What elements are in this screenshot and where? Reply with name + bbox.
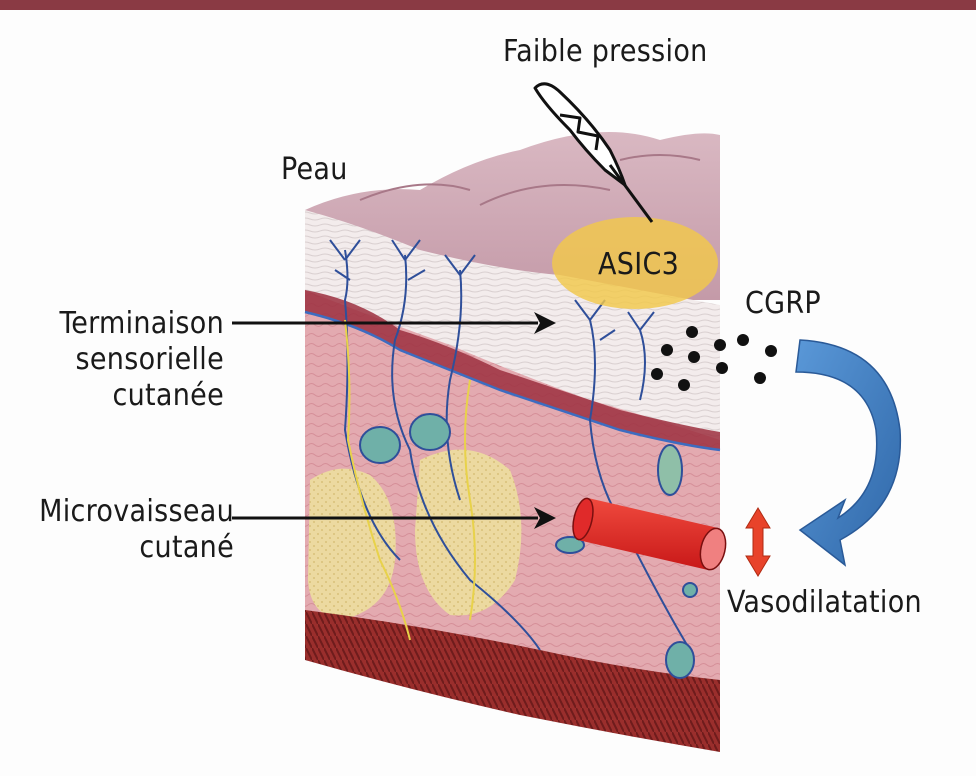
cgrp-curved-arrow [795, 339, 902, 567]
cgrp-label: CGRP [745, 286, 821, 321]
fat-lobule [308, 468, 396, 620]
terminaison-label-block: Terminaison sensorielle cutanée [60, 306, 224, 414]
vasodilatation-arrow-icon [745, 507, 771, 577]
vasodilatation-label: Vasodilatation [727, 585, 922, 620]
terminaison-line-3: cutanée [112, 378, 224, 413]
top-border-bar [0, 0, 976, 10]
asic3-highlight [552, 217, 718, 309]
epidermis-layer [305, 210, 720, 440]
microvaisseau-label-block: Microvaisseau cutané [39, 494, 234, 566]
cgrp-particles [651, 326, 777, 391]
pointer-arrows [232, 312, 556, 529]
peau-label: Peau [281, 152, 348, 187]
microvaisseau-line-2: cutané [139, 530, 234, 565]
microvessel-cylinder [572, 497, 727, 571]
basal-layer [305, 290, 720, 450]
skin-glands [359, 413, 698, 679]
microvaisseau-line-1: Microvaisseau [39, 494, 234, 529]
fat-lobule [415, 449, 522, 616]
nerve-fibers [329, 239, 691, 651]
feather-icon [533, 82, 654, 223]
terminaison-line-1: Terminaison [59, 306, 224, 341]
asic3-label: ASIC3 [598, 247, 680, 282]
terminaison-line-2: sensorielle [75, 342, 224, 377]
sensory-fiber-yellow [344, 319, 476, 641]
faible-pression-label: Faible pression [503, 34, 708, 69]
muscle-layer [305, 610, 720, 752]
